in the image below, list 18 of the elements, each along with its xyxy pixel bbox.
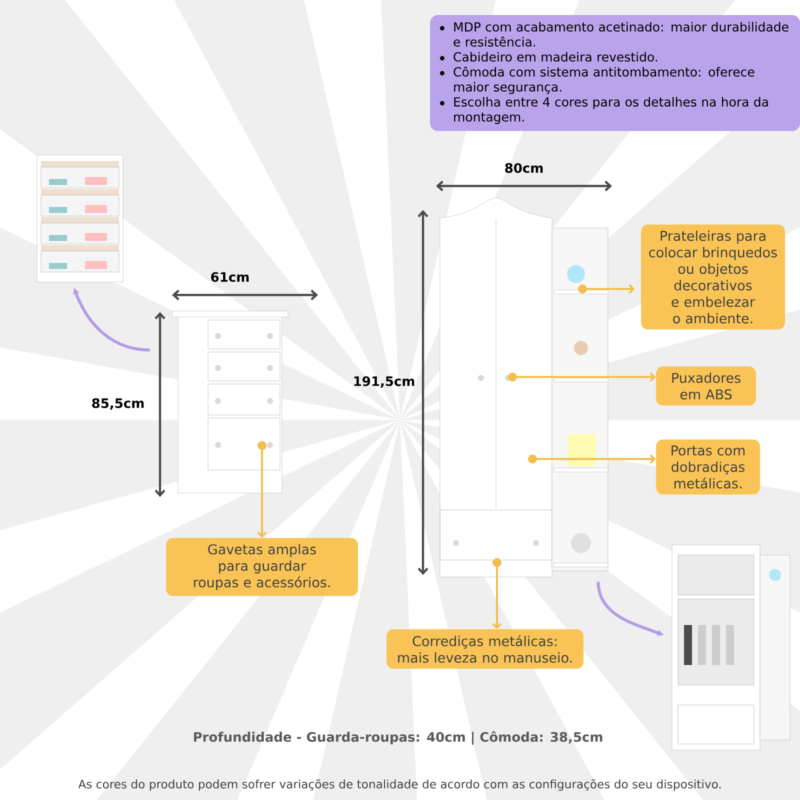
callout-box: Puxadores em ABS bbox=[656, 366, 756, 406]
leader-arrow bbox=[492, 558, 502, 630]
open-wardrobe-drawing bbox=[672, 544, 790, 750]
leader-arrow bbox=[528, 454, 656, 464]
feature-list-box: MDP com acabamento acetinado: maior durabilidade e resistência. Cabideiro em madeira revestido. Cômoda com sistema antitombamento: oferece maior segurança. Escolha entre 4 cores para os detalhes na hora da montagem. bbox=[430, 14, 800, 132]
open-dresser-drawing bbox=[36, 154, 124, 282]
dresser-drawing bbox=[172, 310, 288, 494]
leader-arrow bbox=[508, 372, 656, 382]
leader-arrow bbox=[257, 441, 267, 538]
dimension-label: 80cm bbox=[505, 163, 543, 173]
wardrobe-drawing bbox=[440, 198, 608, 578]
dimension-label: 85,5cm bbox=[92, 398, 144, 410]
callout-box: Gavetas amplas para guardar roupas e acessórios. bbox=[166, 538, 358, 596]
callout-box: Portas com dobradiças metálicas. bbox=[656, 440, 760, 495]
leader-arrow bbox=[578, 284, 635, 294]
callout-box: Corrediças metálicas: mais leveza no manuseio. bbox=[386, 629, 584, 669]
depth-note: Profundidade - Guarda-roupas: 40cm | Cômoda: 38,5cm bbox=[194, 731, 602, 745]
callout-box: Prateleiras para colocar brinquedos ou objetos decorativos e embelezar o ambiente. bbox=[641, 224, 785, 330]
